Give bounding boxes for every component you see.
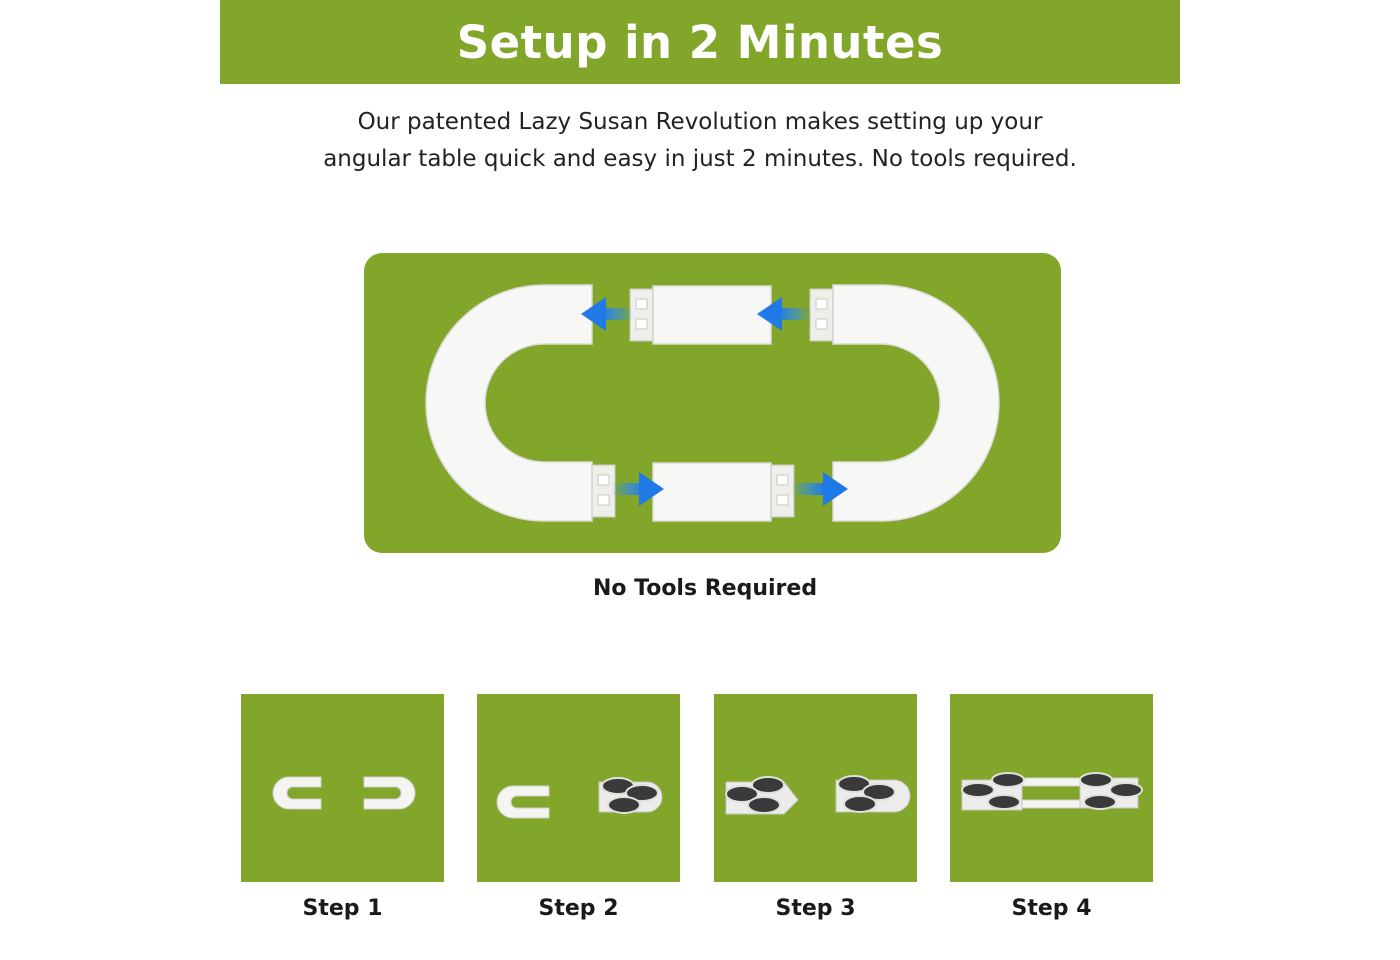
page-title: Setup in 2 Minutes: [456, 15, 944, 69]
step-3-label: Step 3: [775, 896, 856, 921]
step-3-graphic: [725, 775, 911, 815]
intro-line-2: angular table quick and easy in just 2 m…: [323, 146, 1077, 172]
arrow-right-icon: [792, 472, 848, 506]
rubber-foot: [725, 785, 759, 803]
rubber-foot: [843, 795, 877, 813]
step-2-panel: [477, 694, 680, 882]
step-2-graphic: [496, 777, 663, 819]
connector-clips: [591, 288, 834, 518]
bottom-straight-piece: [652, 462, 772, 522]
rubber-foot: [1109, 782, 1143, 798]
step-1-panel: [241, 694, 444, 882]
assembly-illustration: [364, 253, 1061, 553]
rubber-foot: [625, 784, 659, 802]
step-1-label: Step 1: [302, 896, 383, 921]
rubber-foot: [607, 796, 641, 814]
curved-piece: [363, 776, 416, 810]
step-4-label: Step 4: [1011, 896, 1092, 921]
intro-text: Our patented Lazy Susan Revolution makes…: [300, 104, 1100, 178]
rubber-foot: [961, 782, 995, 798]
arrow-left-icon: [581, 297, 633, 331]
header-banner: Setup in 2 Minutes: [220, 0, 1180, 84]
step-3-panel: [714, 694, 917, 882]
rubber-foot: [751, 776, 785, 794]
arrow-left-icon: [757, 297, 810, 331]
curved-piece: [496, 785, 550, 819]
right-curved-piece: [832, 284, 1000, 522]
curved-piece: [272, 776, 322, 810]
left-curved-piece: [425, 284, 593, 522]
step-2-label: Step 2: [538, 896, 619, 921]
step-4-panel: [950, 694, 1153, 882]
rubber-foot: [991, 772, 1025, 788]
no-tools-caption: No Tools Required: [592, 576, 818, 601]
intro-line-1: Our patented Lazy Susan Revolution makes…: [357, 109, 1043, 135]
rubber-foot: [1083, 794, 1117, 810]
top-straight-piece: [652, 285, 772, 345]
rubber-foot: [987, 794, 1021, 810]
step-4-graphic: [961, 772, 1143, 811]
rubber-foot: [862, 783, 896, 801]
rubber-foot: [1079, 772, 1113, 788]
table-assembly-graphic: [425, 284, 1000, 522]
rubber-foot: [837, 775, 871, 793]
step-1-graphic: [272, 776, 416, 810]
arrow-right-icon: [612, 472, 664, 506]
rubber-foot: [747, 796, 781, 814]
